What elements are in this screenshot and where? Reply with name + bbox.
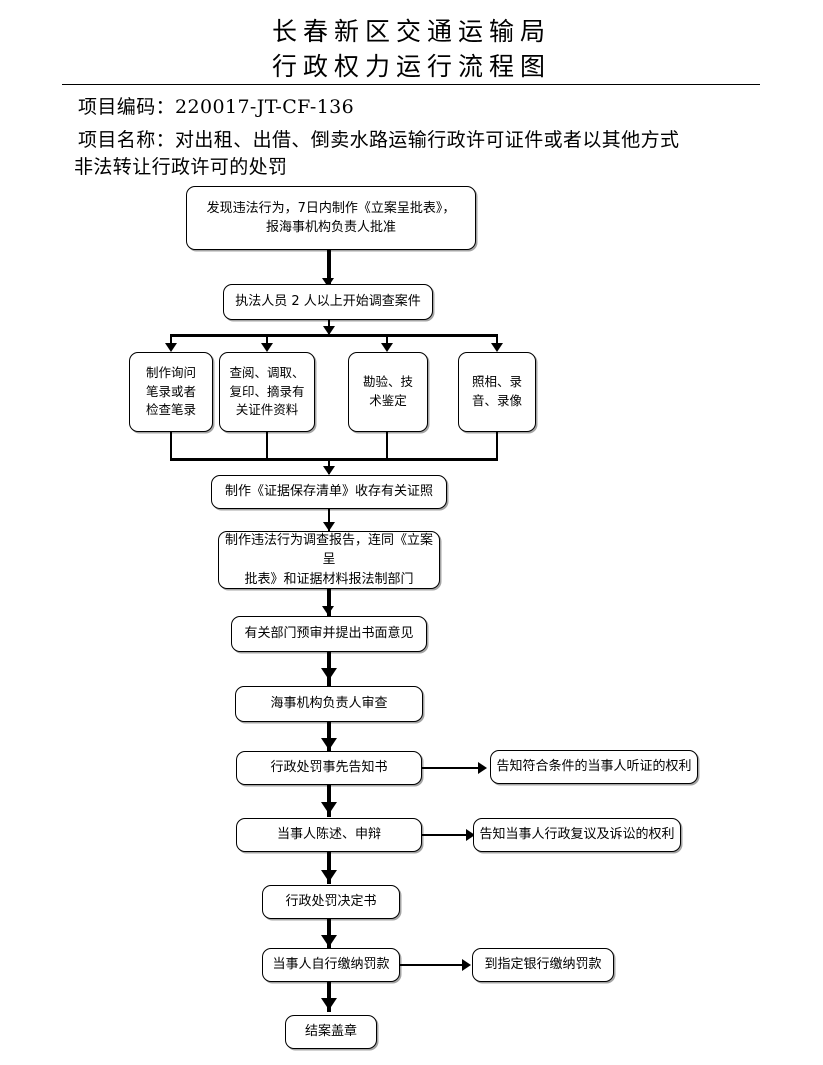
flow-node-review-litigation-rights-notice: 告知当事人行政复议及诉讼的权利 [473,818,681,852]
flow-node-department-prereview: 有关部门预审并提出书面意见 [231,616,427,652]
edge-n8-n8r-arrow [478,762,487,774]
merge-riser-1 [170,432,172,460]
flow-node-maritime-chief-review: 海事机构负责人审查 [235,686,423,722]
merge-riser-3 [386,432,388,460]
flow-node-case-closed-seal: 结案盖章 [285,1015,377,1049]
flow-node-survey-appraisal: 勘验、技术鉴定 [348,352,428,432]
edge-n4-n5-arrow [323,522,335,531]
edge-n5-n6-arrow [322,606,334,615]
edge-n9-n10-line [327,852,331,884]
edge-merge-n4-arrow [323,466,335,475]
edge-n8-n9-line [327,785,331,817]
project-name-line-2: 非法转让行政许可的处罚 [74,156,288,178]
flow-node-advance-notice: 行政处罚事先告知书 [236,751,422,785]
edge-n5-n6-line [327,589,331,617]
project-name-line-1: 项目名称：对出租、出借、倒卖水路运输行政许可证件或者以其他方式 [78,129,680,151]
edge-n1-n2-line [327,250,331,284]
split-arrow-4 [491,343,503,352]
merge-riser-2 [266,432,268,460]
edge-n7-n8-line [327,722,331,752]
project-code: 项目编码：220017-JT-CF-136 [78,96,355,118]
flow-node-copy-documents: 查阅、调取、复印、摘录有关证件资料 [219,352,315,432]
flow-node-self-payment: 当事人自行缴纳罚款 [262,948,400,982]
edge-n6-n7-arrow [321,668,337,680]
split-arrow-2 [261,343,273,352]
edge-n11-n11r-arrow [462,959,471,971]
flow-node-investigation-report: 制作违法行为调查报告，连同《立案呈批表》和证据材料报法制部门 [218,531,440,589]
edge-n1-n2-arrow [322,278,334,287]
edge-n10-n11-arrow [321,935,337,947]
document-title-line-1: 长春新区交通运输局 [271,17,551,46]
flow-node-hearing-rights-notice: 告知符合条件的当事人听证的权利 [490,750,698,784]
flow-node-photo-audio-video: 照相、录音、录像 [458,352,536,432]
edge-n9-n9r-line [422,834,468,836]
merge-bus-bar [170,458,498,461]
split-drop-2 [266,334,268,350]
flow-node-evidence-preservation-list: 制作《证据保存清单》收存有关证照 [211,475,447,509]
header-divider [62,84,760,85]
split-drop-1 [170,334,172,350]
edge-n10-n11-line [327,919,331,949]
edge-n4-n5-line [328,509,330,531]
edge-n9-n10-arrow [321,870,337,882]
edge-n11-n11r-line [400,964,464,966]
edge-n9-n9r-arrow [466,829,475,841]
edge-n11-n12-line [327,982,331,1012]
split-drop-3 [386,334,388,350]
edge-n8-n8r-line [422,767,480,769]
flow-node-make-inquiry-record: 制作询问笔录或者检查笔录 [129,352,213,432]
edge-n11-n12-arrow [321,998,337,1010]
flow-node-penalty-decision: 行政处罚决定书 [262,885,400,919]
edge-n7-n8-arrow [321,738,337,750]
split-bus-bar [170,334,498,337]
document-title-line-2: 行政权力运行流程图 [271,52,551,81]
edge-n2-split-stem-arrow [323,326,335,335]
flow-node-investigation-start: 执法人员 2 人以上开始调查案件 [223,284,433,320]
split-drop-4 [496,334,498,350]
split-arrow-3 [381,343,393,352]
split-arrow-1 [165,343,177,352]
flow-node-party-statement: 当事人陈述、申辩 [236,818,422,852]
edge-n8-n9-arrow [321,802,337,814]
flow-node-discover-violation: 发现违法行为，7日内制作《立案呈批表》，报海事机构负责人批准 [186,186,476,250]
merge-riser-4 [496,432,498,460]
flow-node-bank-payment: 到指定银行缴纳罚款 [472,948,614,982]
